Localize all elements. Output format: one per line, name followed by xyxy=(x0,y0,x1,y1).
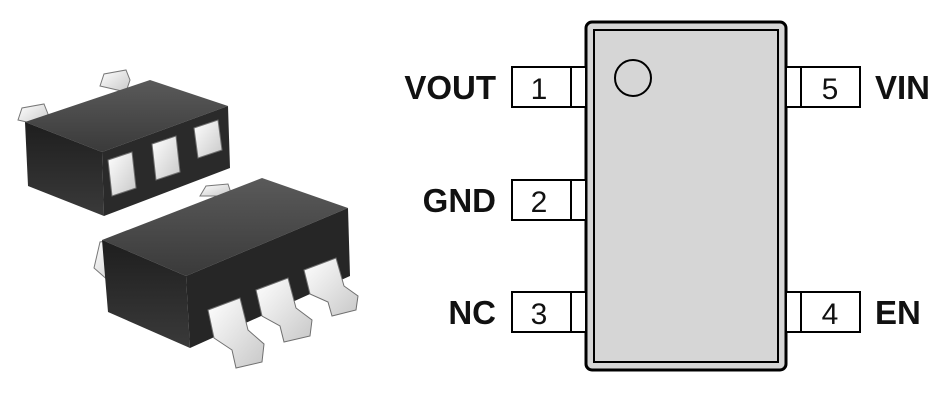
ic-body-inner xyxy=(593,29,779,363)
pin-number-3: 3 xyxy=(531,298,548,331)
pin-label-gnd: GND xyxy=(422,182,496,219)
pin-box-4 xyxy=(785,291,861,333)
pin-number-4: 4 xyxy=(822,298,839,331)
ic-body-outer xyxy=(584,20,788,372)
pin-label-nc: NC xyxy=(448,294,496,331)
package-top-view xyxy=(17,69,230,216)
pin-number-1: 1 xyxy=(531,73,548,106)
pin-number-2: 2 xyxy=(531,186,548,219)
pin-label-en: EN xyxy=(875,294,921,331)
pin-label-vout: VOUT xyxy=(404,69,496,106)
package-bottom-view xyxy=(93,178,359,369)
pin-box-5 xyxy=(785,66,861,108)
pin-box-2 xyxy=(511,179,587,221)
sot23-5-package-illustration xyxy=(17,69,359,369)
pin-label-vin: VIN xyxy=(875,69,931,106)
pin-number-5: 5 xyxy=(822,73,839,106)
pin-box-1 xyxy=(511,66,587,108)
pin-box-3 xyxy=(511,291,587,333)
pin1-marker-dot xyxy=(614,59,652,97)
